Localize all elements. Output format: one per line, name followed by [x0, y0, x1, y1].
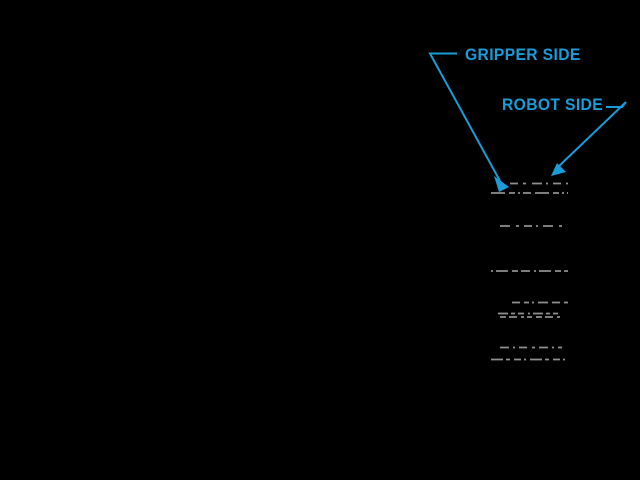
hidden-dashed-lines: [491, 182, 568, 361]
gripper-side-label: GRIPPER SIDE: [465, 45, 581, 64]
callout-leader-lines: [428, 52, 627, 192]
robot-side-arrowhead-icon: [551, 163, 566, 176]
gripper-side-leader-line: [428, 52, 501, 182]
robot-side-label: ROBOT SIDE: [502, 95, 604, 114]
robot-side-leader-line: [557, 101, 627, 168]
gripper-side-arrowhead-icon: [494, 176, 509, 192]
